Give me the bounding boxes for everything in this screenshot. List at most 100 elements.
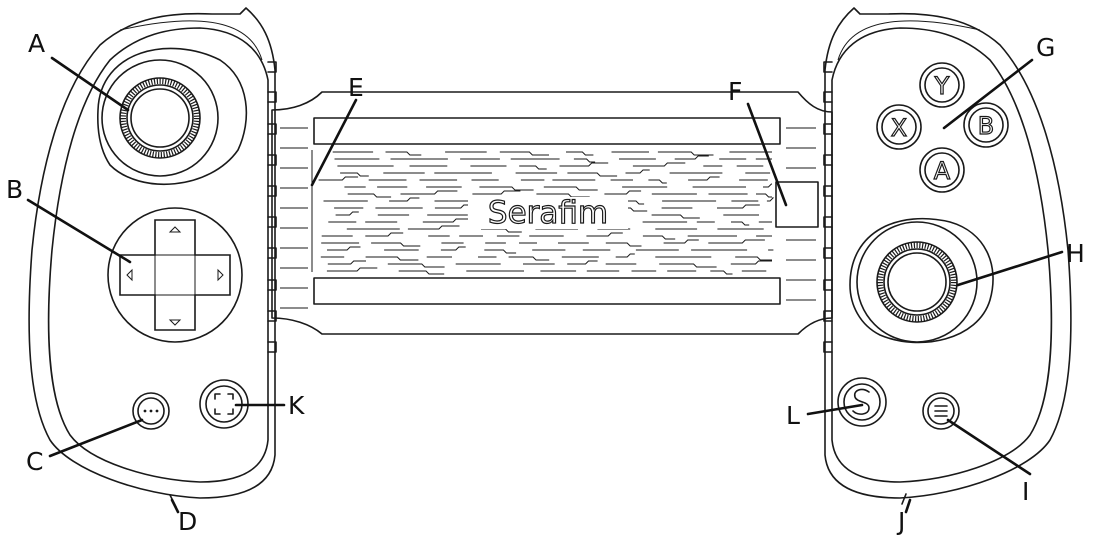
circuit-trace <box>648 179 667 184</box>
s-button <box>837 377 887 427</box>
leader-j <box>904 498 912 514</box>
circuit-trace <box>717 204 760 209</box>
callout-j: J <box>896 507 905 536</box>
leader-l <box>806 403 864 416</box>
circuit-trace <box>763 183 772 188</box>
callout-i: I <box>1022 477 1029 506</box>
circuit-trace <box>735 256 772 261</box>
callout-labels: A B C D E F G H I J K L <box>6 29 1085 536</box>
circuit-trace <box>327 246 361 251</box>
circuit-trace <box>625 169 650 174</box>
circuit-trace <box>642 235 676 240</box>
circuit-trace <box>566 151 594 156</box>
circuit-trace <box>508 256 550 261</box>
d-pad <box>107 207 243 343</box>
bridge-spring-slot <box>775 181 819 228</box>
left-grip <box>28 7 277 508</box>
circuit-trace <box>615 253 635 258</box>
telescopic-bridge: Serafim <box>271 91 833 335</box>
circuit-trace <box>335 211 359 216</box>
circuit-trace <box>519 165 547 170</box>
circuit-trace <box>573 158 596 163</box>
dpad-up-arrow <box>168 226 182 233</box>
dpad-down-arrow <box>168 319 182 326</box>
callout-l: L <box>786 401 800 430</box>
right-rail-teeth <box>823 61 833 353</box>
circuit-trace <box>400 190 458 195</box>
circuit-trace <box>663 239 699 244</box>
circuit-trace <box>710 270 733 275</box>
a-button-label: A <box>934 157 951 185</box>
circuit-trace <box>651 214 700 219</box>
circuit-trace <box>499 151 549 156</box>
leader-f <box>746 102 788 207</box>
circuit-trace <box>604 190 642 195</box>
x-button-label: X <box>891 114 907 142</box>
circuit-trace-pattern <box>318 151 775 275</box>
bridge-left-ribs <box>280 127 308 309</box>
circuit-trace <box>407 225 460 230</box>
leader-a <box>50 56 130 112</box>
circuit-trace <box>365 232 404 237</box>
left-rail-teeth <box>267 61 277 353</box>
right-grip-inner <box>831 27 1053 483</box>
circuit-trace <box>365 256 419 261</box>
callout-a: A <box>28 29 45 58</box>
right-grip-outer <box>824 7 1072 499</box>
circuit-trace <box>389 197 420 202</box>
circuit-trace <box>347 193 392 198</box>
options-button <box>132 392 170 430</box>
callout-k: K <box>288 391 305 420</box>
circuit-trace <box>586 232 623 237</box>
callout-b: B <box>6 175 23 204</box>
right-thumbstick <box>849 217 994 344</box>
circuit-trace <box>766 197 775 202</box>
b-button-label: B <box>978 112 994 140</box>
bridge-bottom-slot <box>313 277 781 305</box>
bridge-top-slot <box>313 117 781 145</box>
dpad-left-arrow <box>126 268 133 282</box>
circuit-trace <box>484 249 517 254</box>
circuit-trace <box>398 270 445 275</box>
callout-g: G <box>1036 33 1055 62</box>
callout-leaders <box>26 56 1064 514</box>
circuit-trace <box>688 176 720 181</box>
circuit-trace <box>674 155 709 160</box>
left-grip-inner <box>47 27 269 483</box>
circuit-trace <box>318 176 359 181</box>
circuit-trace <box>708 239 765 244</box>
circuit-trace <box>479 186 534 191</box>
circuit-trace <box>756 193 772 198</box>
callout-h: H <box>1066 239 1085 268</box>
circuit-trace <box>632 162 686 167</box>
circuit-trace <box>605 242 642 247</box>
circuit-trace <box>559 162 609 167</box>
callout-f: F <box>728 77 742 106</box>
circuit-trace <box>440 246 466 251</box>
face-buttons: Y X B A <box>876 62 1009 193</box>
callout-d: D <box>178 507 197 536</box>
dpad-right-arrow <box>217 268 224 282</box>
left-grip-seam <box>119 20 263 61</box>
circuit-trace <box>567 260 598 265</box>
circuit-trace <box>327 260 366 265</box>
leader-g <box>942 58 1034 130</box>
circuit-trace <box>326 267 378 272</box>
left-thumbstick <box>97 47 248 185</box>
brand-logo-text: Serafim <box>488 195 608 231</box>
circuit-trace <box>543 186 598 191</box>
circuit-trace <box>731 221 750 226</box>
circuit-trace <box>371 242 421 247</box>
circuit-trace <box>340 172 369 177</box>
y-button-label: Y <box>934 72 950 100</box>
x-button <box>876 104 922 150</box>
leader-h <box>956 250 1064 287</box>
right-grip-seam <box>837 20 981 61</box>
circuit-trace <box>730 260 772 265</box>
circuit-trace <box>422 218 474 223</box>
circuit-trace <box>385 151 422 156</box>
menu-button <box>922 392 960 430</box>
leader-c <box>48 418 144 458</box>
circuit-trace <box>623 200 645 205</box>
